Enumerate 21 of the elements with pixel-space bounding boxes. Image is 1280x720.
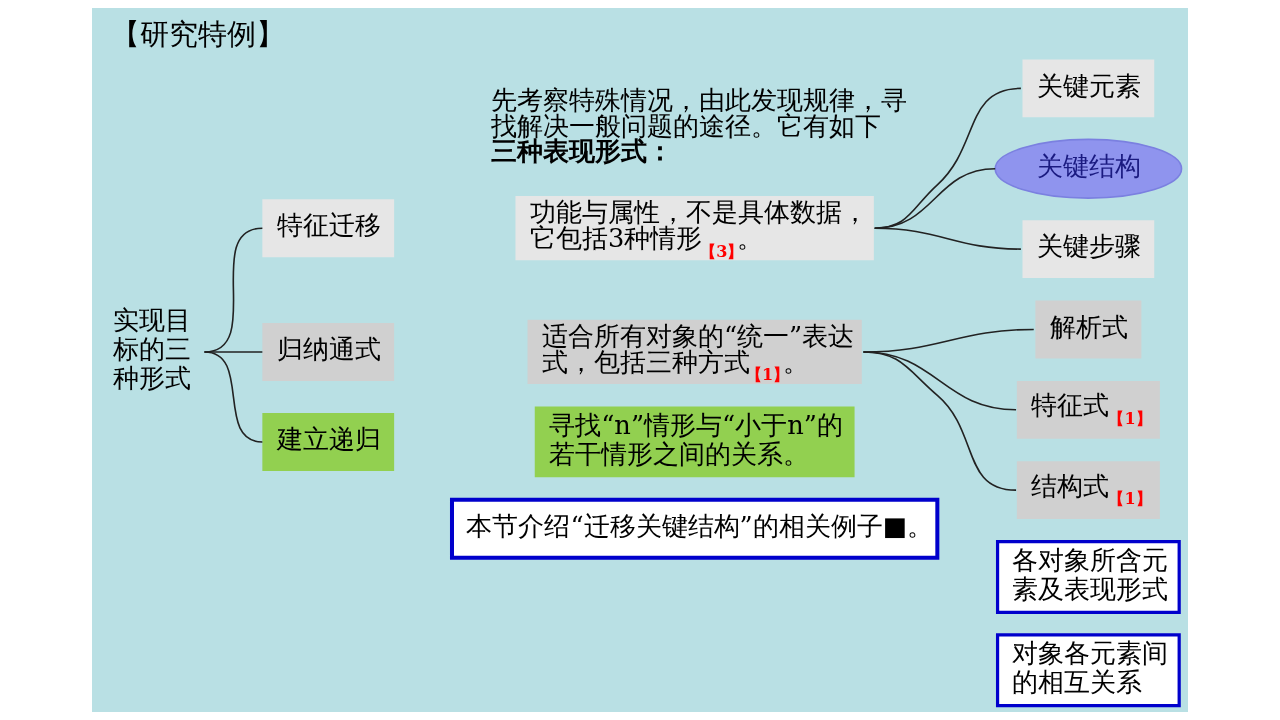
node-box: 寻找“n”情形与“小于n”的若干情形之间的关系。 <box>534 406 855 478</box>
node-box: 对象各元素间的相互关系 <box>995 633 1181 708</box>
node-box: 功能与属性，不是具体数据，它包括3种情形$_{【3】}$。 <box>515 196 874 261</box>
connector <box>203 351 264 443</box>
node-box: 特征式$_{【1】}$ <box>1016 380 1160 439</box>
node-box: 特征迁移 <box>262 199 395 258</box>
node-box: 本节介绍“迁移关键结构”的相关例子■。 <box>450 497 940 560</box>
node-box: 结构式$_{【1】}$ <box>1016 461 1160 520</box>
node-text: 实现目标的三种形式 <box>112 305 191 393</box>
diagram-title: 【研究特例】 <box>111 17 286 52</box>
node-box: 归纳通式 <box>262 323 395 381</box>
node-box: 各对象所含元素及表现形式 <box>995 540 1181 614</box>
label: 先考察特殊情况，由此发现规律，寻找解决一般问题的途径。它有如下三种表现形式： <box>491 84 908 167</box>
connector <box>862 351 1017 491</box>
node-ellipse: 关键结构 <box>994 138 1183 199</box>
node-box: 关键步骤 <box>1022 220 1155 279</box>
node-box: 解析式 <box>1035 300 1142 359</box>
node-box: 适合所有对象的“统一”表达式，包括三种方式$_{【1】}$。 <box>527 319 862 385</box>
connector <box>873 227 1022 250</box>
node-box: 关键元素 <box>1022 59 1155 118</box>
node-box: 建立递归 <box>262 413 395 471</box>
